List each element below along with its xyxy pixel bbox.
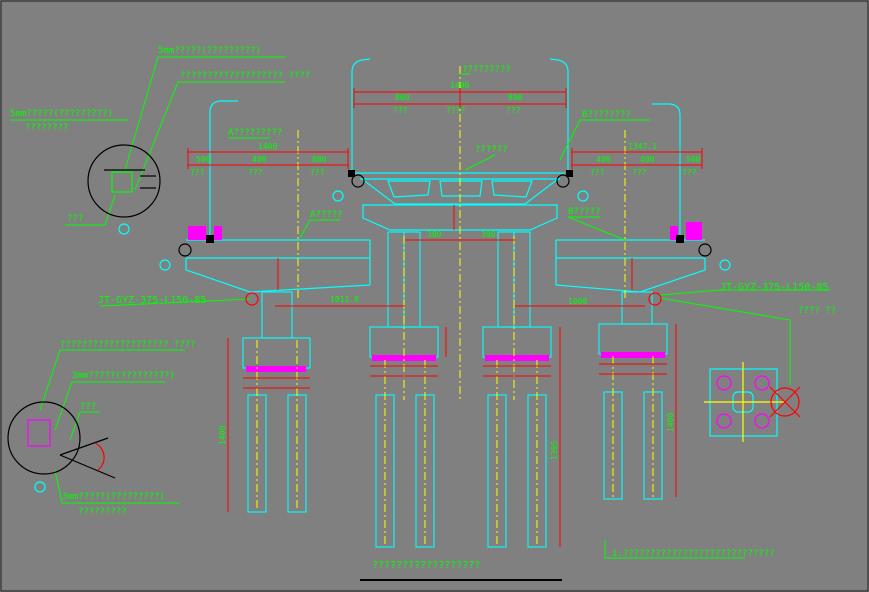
center-box-girder[interactable]	[351, 58, 569, 231]
mid-right-note: B?????	[568, 207, 601, 217]
dim-top-right: 800	[508, 93, 523, 102]
lower-left-note-3: 3mm?????(?????????)	[62, 492, 165, 502]
right-model-label: JT-GYZ-375-L150-85	[720, 282, 828, 293]
left-model-label: JT-GYZ-375-L150-85	[98, 295, 206, 306]
mid-left-note: A?????	[310, 210, 343, 220]
dim-left-a: 500	[196, 155, 211, 164]
dim-cap-b: 300	[481, 230, 496, 239]
dim-left-b: 400	[252, 155, 267, 164]
markers	[159, 170, 731, 306]
dim-left-height: 1400	[218, 426, 227, 445]
pile-cap-right[interactable]	[598, 291, 668, 500]
dim-left-total: 1400	[258, 142, 277, 151]
lower-left-small: ???	[80, 402, 96, 412]
bearing-pads	[188, 222, 702, 372]
lower-left-note-4: ?????????	[78, 507, 127, 517]
top-center-note: ?????????	[462, 65, 511, 75]
detail-circle-bottom[interactable]	[7, 401, 116, 493]
right-deck[interactable]	[555, 103, 706, 293]
dim-pier-left: 1011.8	[330, 295, 359, 304]
dim-right-sub-a: ???	[590, 168, 605, 177]
dim-right-sub-c: ???	[682, 168, 697, 177]
left-note-2: ????????	[25, 123, 68, 133]
dim-pier-right: 1008	[568, 297, 587, 306]
bearing-plan-detail[interactable]	[704, 362, 801, 442]
lower-left-note-2: 3mm?????(?????????)	[72, 371, 175, 381]
dimension-ticks	[187, 88, 703, 169]
top-left-note-1: 5mm?????(?????????)	[158, 46, 261, 56]
dim-left-sub-a: ???	[190, 168, 205, 177]
dim-right-height: 1400	[666, 413, 675, 432]
dim-right-c: 500	[686, 155, 701, 164]
dim-center-height: 1395	[550, 441, 559, 460]
dim-right-b: 400	[640, 155, 655, 164]
detail-circle-top[interactable]	[87, 144, 161, 235]
dim-left-sub-b: ???	[248, 168, 263, 177]
right-small-label: ???? ??	[798, 306, 836, 316]
dim-right-total: 1347.1	[628, 142, 657, 151]
dim-top-total: 1490	[450, 81, 469, 90]
bottom-title: ??????????????????	[372, 560, 480, 571]
top-left-note-2: ??????????????????? ????	[180, 71, 310, 81]
pile-cap-left[interactable]	[242, 291, 311, 513]
dim-top-sub-mid: ????	[446, 106, 465, 115]
center-piers[interactable]	[387, 231, 531, 328]
dim-right-sub-b: ???	[632, 168, 647, 177]
dim-cap-a: 300	[427, 230, 442, 239]
dim-left-sub-c: ???	[310, 168, 325, 177]
dim-top-sub-right: ???	[506, 106, 521, 115]
lower-left-note-1: ???????????????????? ????	[60, 340, 195, 350]
center-lines	[256, 66, 654, 545]
dim-top-left: 800	[395, 93, 410, 102]
dim-right-a: 400	[596, 155, 611, 164]
annotation-leaders	[10, 56, 830, 559]
left-small-1: ???	[67, 214, 83, 224]
left-note-1: 5mm?????(?????????)	[10, 109, 113, 119]
bottom-right-note: 1.????????????????????????????	[612, 549, 775, 559]
dim-top-sub-left: ???	[393, 106, 408, 115]
center-small-note: ??????	[475, 145, 508, 155]
center-right-note: B????????	[582, 110, 631, 120]
center-left-note: A?????????	[228, 128, 282, 138]
dim-left-c: 800	[312, 155, 327, 164]
